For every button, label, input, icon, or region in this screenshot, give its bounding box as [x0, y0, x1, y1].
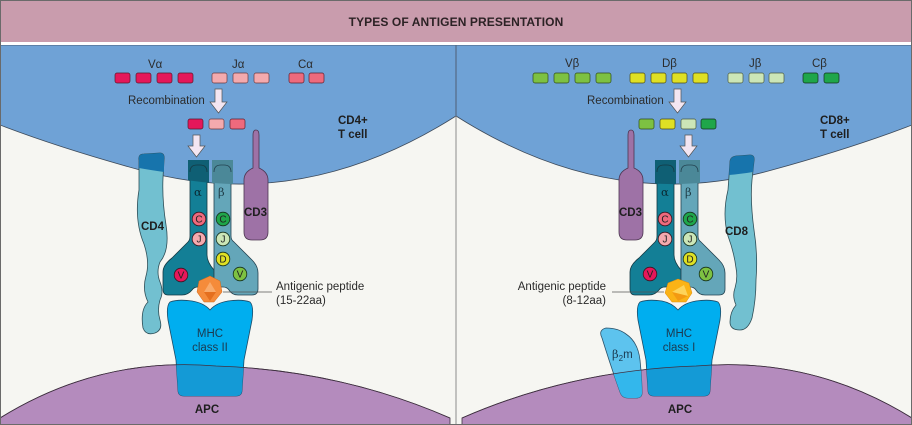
peptide-label-right-line1: Antigenic peptide — [518, 281, 606, 293]
apc-label-left: APC — [195, 404, 219, 416]
alpha-domain-j-left: J — [191, 231, 207, 247]
beta-domain-v-right: V — [698, 266, 714, 282]
cd8-t-cell-label-line2: T cell — [820, 129, 849, 141]
c-beta-label: Cβ — [812, 58, 827, 70]
cd3-molecule-left — [243, 129, 269, 241]
cd3-label-right: CD3 — [619, 207, 642, 219]
apc-label-right: APC — [668, 404, 692, 416]
v-alpha-label: Vα — [148, 59, 163, 71]
cd3-molecule-right — [618, 129, 644, 241]
svg-text:V: V — [703, 270, 710, 281]
j-beta-segments — [727, 72, 785, 84]
v-beta-segments — [532, 72, 612, 84]
svg-text:D: D — [219, 255, 226, 266]
cd8-top-cap — [729, 155, 755, 175]
alpha-chain-label-right: α — [661, 185, 669, 199]
peptide-label-left-line2: (15-22aa) — [276, 295, 326, 307]
v-beta-label: Vβ — [565, 58, 580, 70]
separator — [0, 42, 912, 45]
beta-domain-c-right: C — [682, 211, 698, 227]
c-beta-segments — [802, 72, 840, 84]
recombination-label-left: Recombination — [128, 95, 205, 107]
c-alpha-label: Cα — [298, 59, 313, 71]
alpha-domain-c-left: C — [191, 211, 207, 227]
mhc-ii-label-line1: MHC — [197, 328, 223, 340]
cd4-molecule — [136, 152, 168, 335]
beta-domain-v-left: V — [232, 266, 248, 282]
j-alpha-segments — [211, 72, 270, 84]
svg-text:J: J — [221, 235, 226, 246]
b2m-label: β2m — [612, 347, 633, 363]
right-panel: CD8 CD3 α β C J — [456, 45, 912, 425]
beta-chain-label-left: β — [218, 185, 225, 199]
beta-domain-j-right: J — [682, 231, 698, 247]
antigenic-peptide-class-i — [664, 278, 693, 303]
svg-text:J: J — [688, 235, 693, 246]
v-alpha-segments — [114, 72, 194, 84]
beta-domain-j-left: J — [215, 231, 231, 247]
peptide-label-left-line1: Antigenic peptide — [276, 281, 364, 293]
svg-text:C: C — [219, 215, 226, 226]
beta-chain-label-right: β — [685, 185, 692, 199]
svg-text:J: J — [197, 235, 202, 246]
alpha-domain-v-right: V — [642, 266, 658, 282]
svg-text:D: D — [686, 255, 693, 266]
cd4-label: CD4 — [141, 221, 165, 233]
recombined-beta-gene — [638, 118, 717, 130]
recombined-alpha-gene — [187, 118, 246, 130]
c-alpha-segments — [288, 72, 325, 84]
expression-arrow-right — [679, 134, 698, 158]
svg-text:C: C — [686, 215, 693, 226]
svg-text:V: V — [237, 270, 244, 281]
cd4-top-cap — [138, 153, 165, 172]
d-beta-segments — [629, 72, 709, 84]
antigenic-peptide-class-ii — [196, 275, 223, 303]
recombination-arrow-right — [668, 88, 687, 114]
mhc-i-label-line1: MHC — [666, 328, 692, 340]
peptide-label-right-line2: (8-12aa) — [563, 295, 607, 307]
recombination-arrow-left — [209, 88, 228, 114]
mhc-i-membrane-portion — [637, 364, 721, 396]
left-panel: CD4 CD3 α β C J — [0, 45, 456, 425]
cd4-t-cell-label-line2: T cell — [338, 129, 367, 141]
alpha-domain-v-left: V — [173, 267, 189, 283]
recombination-label-right: Recombination — [587, 95, 664, 107]
svg-text:V: V — [178, 271, 185, 282]
j-beta-label: Jβ — [749, 58, 762, 70]
cd3-label-left: CD3 — [244, 207, 267, 219]
svg-text:C: C — [661, 215, 668, 226]
alpha-chain-label-left: α — [194, 185, 202, 199]
cd4-t-cell-label-line1: CD4+ — [338, 115, 368, 127]
beta-domain-d-right: D — [682, 251, 698, 267]
mhc-ii-label-line2: class II — [192, 342, 228, 354]
beta-domain-d-left: D — [215, 251, 231, 267]
cd8-t-cell-label-line1: CD8+ — [820, 115, 850, 127]
mhc-ii-membrane-portion — [167, 364, 253, 396]
svg-text:V: V — [647, 270, 654, 281]
alpha-domain-c-right: C — [657, 211, 673, 227]
svg-text:C: C — [195, 215, 202, 226]
cd8-label: CD8 — [725, 226, 749, 238]
expression-arrow-left — [187, 134, 206, 158]
beta-domain-c-left: C — [215, 211, 231, 227]
j-alpha-label: Jα — [232, 59, 245, 71]
cd4-t-cell-membrane — [0, 45, 456, 185]
svg-text:J: J — [663, 235, 668, 246]
mhc-i-label-line2: class I — [663, 342, 696, 354]
diagram-title: TYPES OF ANTIGEN PRESENTATION — [348, 14, 564, 29]
alpha-domain-j-right: J — [657, 231, 673, 247]
d-beta-label: Dβ — [662, 58, 677, 70]
